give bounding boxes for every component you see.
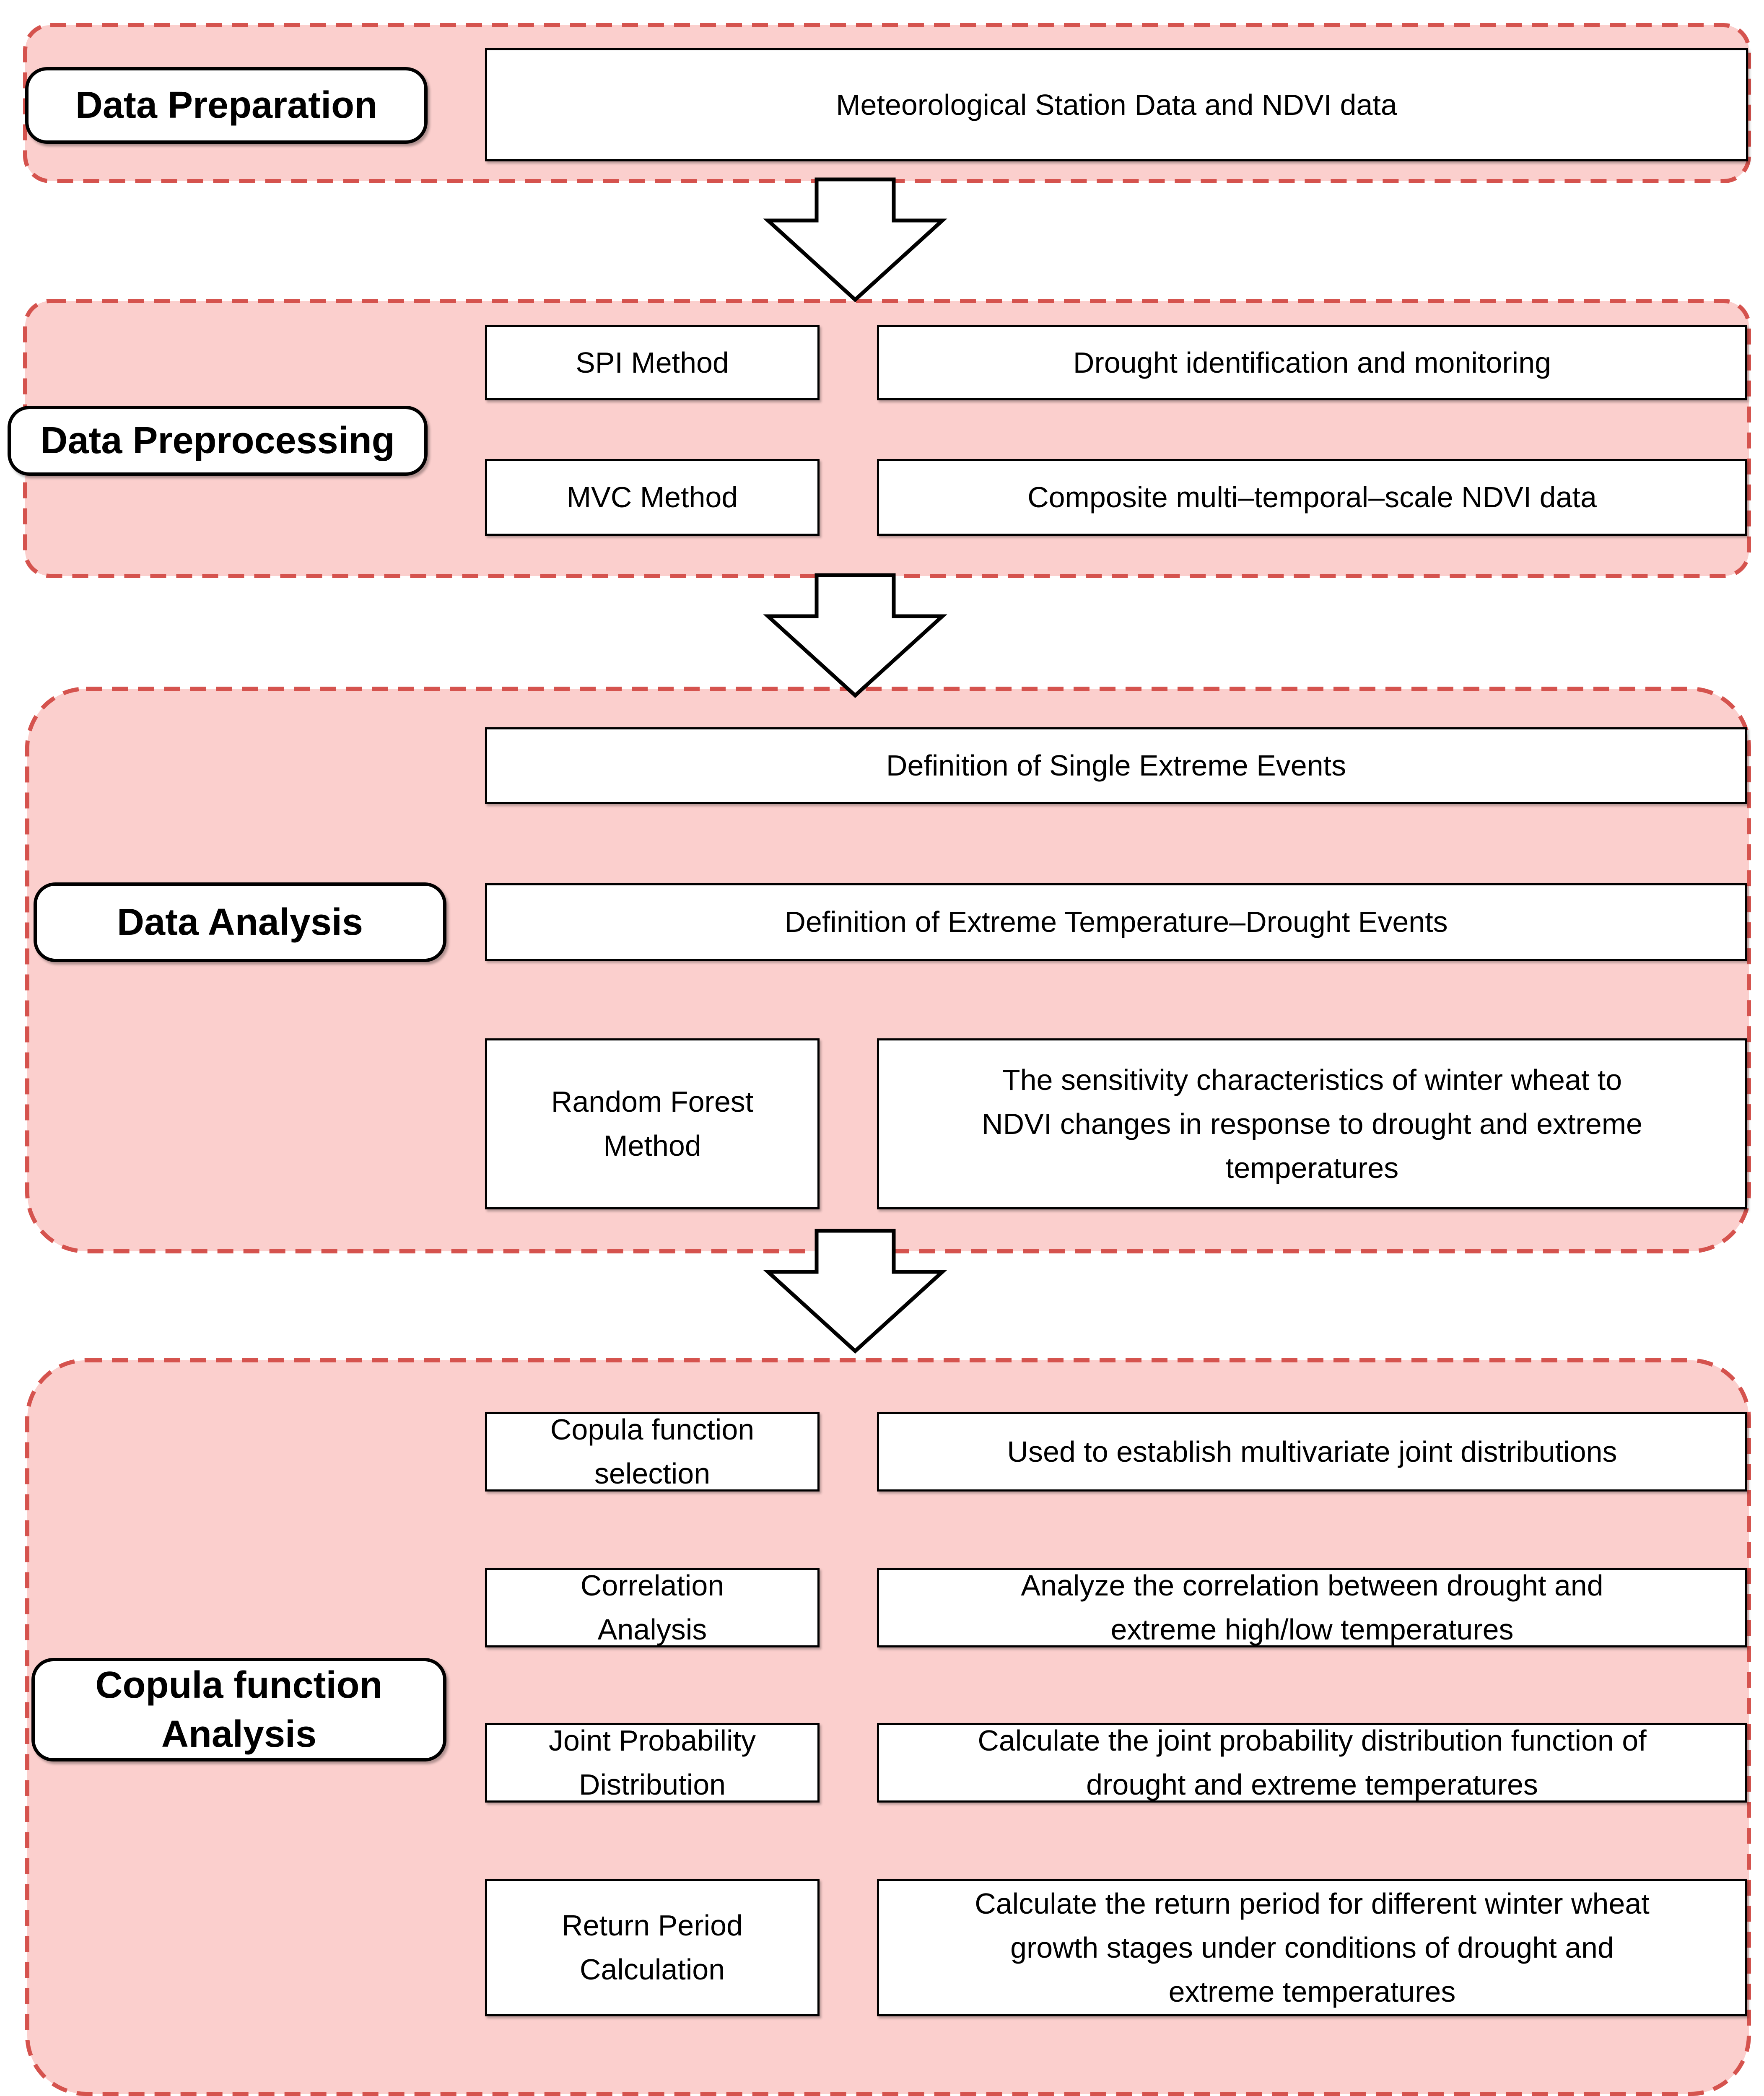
box-random-forest-method: Random Forest Method <box>485 1038 820 1209</box>
box-return-period-calculation: Return Period Calculation <box>485 1879 820 2016</box>
box-correlation-analysis: Correlation Analysis <box>485 1568 820 1647</box>
label-data-preparation: Data Preparation <box>25 67 428 144</box>
box-mvc-method: MVC Method <box>485 459 820 536</box>
box-joint-probability-distribution: Joint Probability Distribution <box>485 1723 820 1803</box>
box-drought-identification: Drought identification and monitoring <box>877 325 1747 400</box>
box-composite-ndvi: Composite multi–temporal–scale NDVI data <box>877 459 1747 536</box>
box-analyze-correlation: Analyze the correlation between drought … <box>877 1568 1747 1647</box>
box-copula-function-selection: Copula function selection <box>485 1412 820 1492</box>
label-data-analysis: Data Analysis <box>34 882 446 962</box>
box-sensitivity-characteristics: The sensitivity characteristics of winte… <box>877 1038 1747 1209</box>
box-spi-method: SPI Method <box>485 325 820 400</box>
box-meteorological-station-data: Meteorological Station Data and NDVI dat… <box>485 48 1748 161</box>
label-copula-function-analysis: Copula function Analysis <box>31 1658 446 1761</box>
box-calculate-joint-probability: Calculate the joint probability distribu… <box>877 1723 1747 1803</box>
box-establish-multivariate-joint-distributions: Used to establish multivariate joint dis… <box>877 1412 1747 1492</box>
down-arrow-icon <box>763 177 947 303</box>
box-calculate-return-period: Calculate the return period for differen… <box>877 1879 1747 2016</box>
down-arrow-icon <box>763 573 947 698</box>
label-data-preprocessing: Data Preprocessing <box>8 406 428 476</box>
down-arrow-icon <box>763 1229 947 1354</box>
box-definition-single-extreme-events: Definition of Single Extreme Events <box>485 727 1747 804</box>
box-definition-extreme-temperature-drought-events: Definition of Extreme Temperature–Drough… <box>485 883 1747 961</box>
